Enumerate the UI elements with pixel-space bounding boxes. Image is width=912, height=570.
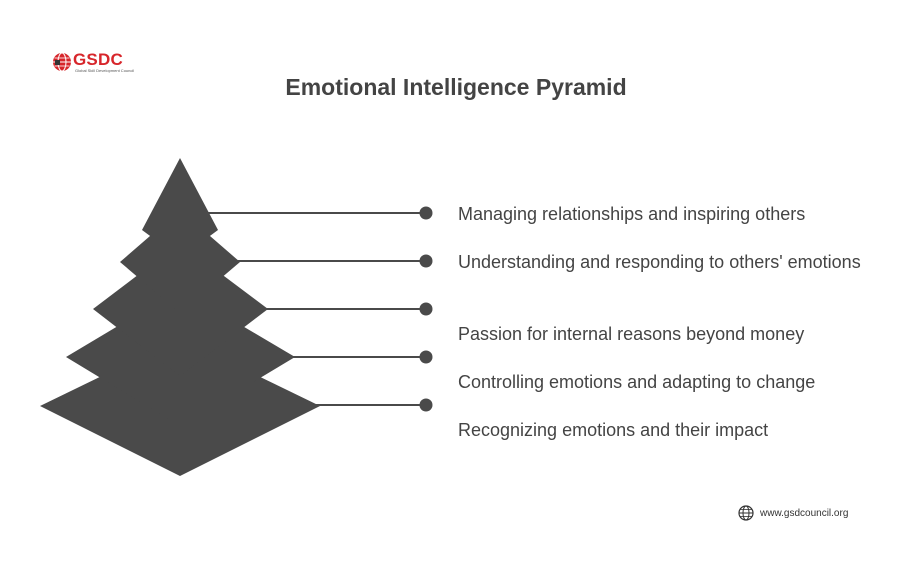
connector-dot-5 <box>419 398 433 412</box>
connector-dot-1 <box>419 206 433 220</box>
level-label-2: Understanding and responding to others' … <box>458 252 861 272</box>
connector-lines <box>200 212 426 406</box>
gsdc-logo: GSDC Global Skill Development Council <box>52 50 142 76</box>
level-label-5: Recognizing emotions and their impact <box>458 420 769 440</box>
level-label-4: Controlling emotions and adapting to cha… <box>458 372 816 392</box>
level-label-3: Passion for internal reasons beyond mone… <box>458 324 805 344</box>
connector-dot-3 <box>419 302 433 316</box>
pyramid-tier-1 <box>142 158 218 258</box>
footer-link[interactable]: www.gsdcouncil.org <box>738 504 848 522</box>
pyramid-tier-2 <box>120 210 240 313</box>
footer-url[interactable]: www.gsdcouncil.org <box>760 507 849 519</box>
connector-dot-4 <box>419 350 433 364</box>
connector-dot-2 <box>419 254 433 268</box>
pyramid-tiers <box>40 158 320 476</box>
level-label-1: Managing relationships and inspiring oth… <box>458 204 806 224</box>
globe-logo-icon <box>53 52 71 72</box>
page-title: Emotional Intelligence Pyramid <box>285 74 627 100</box>
logo-text: GSDC <box>73 50 123 69</box>
globe-icon <box>738 505 754 521</box>
logo-tagline: Global Skill Development Council <box>75 68 135 73</box>
connector-dots <box>419 206 433 412</box>
